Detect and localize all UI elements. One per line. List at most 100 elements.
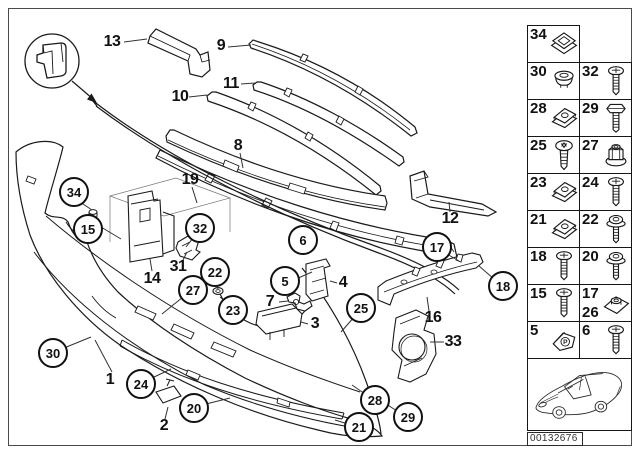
fastener-number: 24 <box>582 174 599 191</box>
part-9-rail <box>248 39 418 137</box>
callout-7[interactable]: 7 <box>265 293 275 310</box>
fastener-number: 30 <box>530 63 547 80</box>
fastener-number: 29 <box>582 100 599 117</box>
callout-23[interactable]: 23 <box>218 295 248 325</box>
fastener-cell-25[interactable]: 25 <box>527 136 580 174</box>
callout-2[interactable]: 2 <box>159 417 169 434</box>
callout-21[interactable]: 21 <box>344 412 374 442</box>
callout-33[interactable]: 33 <box>444 333 462 350</box>
fastener-number: 23 <box>530 174 547 191</box>
callout-24[interactable]: 24 <box>126 369 156 399</box>
fastener-number-secondary: 26 <box>582 304 599 321</box>
drawing-code: 00132676 <box>527 432 583 446</box>
part-20-trim-strip <box>119 339 345 420</box>
callout-12[interactable]: 12 <box>441 210 459 227</box>
part-8-rail <box>165 129 388 211</box>
callout-14[interactable]: 14 <box>143 270 161 287</box>
callout-6[interactable]: 6 <box>288 225 318 255</box>
callout-16[interactable]: 16 <box>424 309 442 326</box>
washer-screw-icon <box>601 213 631 246</box>
fastener-number: 32 <box>582 63 599 80</box>
fastener-cell-6[interactable]: 6 <box>579 321 632 359</box>
part-11-rail <box>252 81 405 167</box>
fastener-cell-20[interactable]: 20 <box>579 247 632 285</box>
callout-11[interactable]: 11 <box>223 75 239 92</box>
part-12-bracket <box>409 170 498 217</box>
callout-20[interactable]: 20 <box>179 393 209 423</box>
fastener-number: 25 <box>530 137 547 154</box>
callout-27[interactable]: 27 <box>178 275 208 305</box>
fastener-cell-30[interactable]: 30 <box>527 62 580 100</box>
callout-8[interactable]: 8 <box>233 137 243 154</box>
fastener-number: 34 <box>530 26 547 43</box>
fastener-cell-32[interactable]: 32 <box>579 62 632 100</box>
torx-screw-icon <box>549 139 579 172</box>
part-14-bracket <box>127 190 164 263</box>
fastener-cell-34[interactable]: 34 <box>527 25 580 63</box>
callout-25[interactable]: 25 <box>346 293 376 323</box>
callout-5[interactable]: 5 <box>270 266 300 296</box>
fastener-number: 20 <box>582 248 599 265</box>
clip-nut-icon <box>549 213 579 246</box>
flange-nut-icon <box>601 139 631 172</box>
screw-icon <box>549 250 579 283</box>
part-33-bracket <box>391 309 437 383</box>
callout-31[interactable]: 31 <box>169 258 187 275</box>
callout-19[interactable]: 19 <box>181 171 199 188</box>
clip-nut-icon <box>549 176 579 209</box>
fastener-cell-23[interactable]: 23 <box>527 173 580 211</box>
fastener-cell-29[interactable]: 29 <box>579 99 632 137</box>
callout-30[interactable]: 30 <box>38 338 68 368</box>
fastener-cell-27[interactable]: 27 <box>579 136 632 174</box>
fastener-number: 22 <box>582 211 599 228</box>
fastener-cell-17-26[interactable]: 17 26 <box>579 284 632 322</box>
screw-icon <box>601 176 631 209</box>
p-clip-icon <box>549 324 579 357</box>
part-3-jet-cover <box>255 303 303 335</box>
fastener-cell-5[interactable]: 5 <box>527 321 580 359</box>
fastener-cell-22[interactable]: 22 <box>579 210 632 248</box>
callout-29[interactable]: 29 <box>393 402 423 432</box>
screw-icon <box>601 324 631 357</box>
fastener-number: 18 <box>530 248 547 265</box>
hex-bolt-icon <box>601 102 631 135</box>
clip-nut-icon <box>549 102 579 135</box>
fastener-cell-24[interactable]: 24 <box>579 173 632 211</box>
callout-10[interactable]: 10 <box>171 88 189 105</box>
screw-icon <box>549 287 579 320</box>
car-illustration <box>535 372 622 419</box>
part-2-jet-cover <box>155 385 182 404</box>
fastener-number: 21 <box>530 211 547 228</box>
fastener-number: 5 <box>530 322 539 339</box>
square-push-nut-icon <box>549 28 579 61</box>
fastener-number: 17 <box>582 285 599 302</box>
callout-1[interactable]: 1 <box>105 371 115 388</box>
magnifier-detail <box>24 33 97 103</box>
callout-32[interactable]: 32 <box>185 213 215 243</box>
fastener-number: 28 <box>530 100 547 117</box>
fastener-cell-15[interactable]: 15 <box>527 284 580 322</box>
callout-18[interactable]: 18 <box>488 271 518 301</box>
part-13-bracket <box>147 28 211 78</box>
part-10-rail <box>206 91 382 196</box>
callout-9[interactable]: 9 <box>216 37 226 54</box>
fastener-cell-21[interactable]: 21 <box>527 210 580 248</box>
vehicle-locator-box <box>527 358 632 431</box>
fastener-number: 6 <box>582 322 591 339</box>
fastener-cell-28[interactable]: 28 <box>527 99 580 137</box>
grommet-icon <box>549 65 579 98</box>
callout-22[interactable]: 22 <box>200 257 230 287</box>
callout-15[interactable]: 15 <box>73 214 103 244</box>
callout-28[interactable]: 28 <box>360 385 390 415</box>
fastener-number: 27 <box>582 137 599 154</box>
magnifier-circle <box>24 33 80 89</box>
callout-34[interactable]: 34 <box>59 177 89 207</box>
callout-3[interactable]: 3 <box>310 315 320 332</box>
fastener-cell-18[interactable]: 18 <box>527 247 580 285</box>
callout-13[interactable]: 13 <box>103 33 121 50</box>
callout-17[interactable]: 17 <box>422 232 452 262</box>
screw-icon <box>601 65 631 98</box>
callout-4[interactable]: 4 <box>338 274 348 291</box>
